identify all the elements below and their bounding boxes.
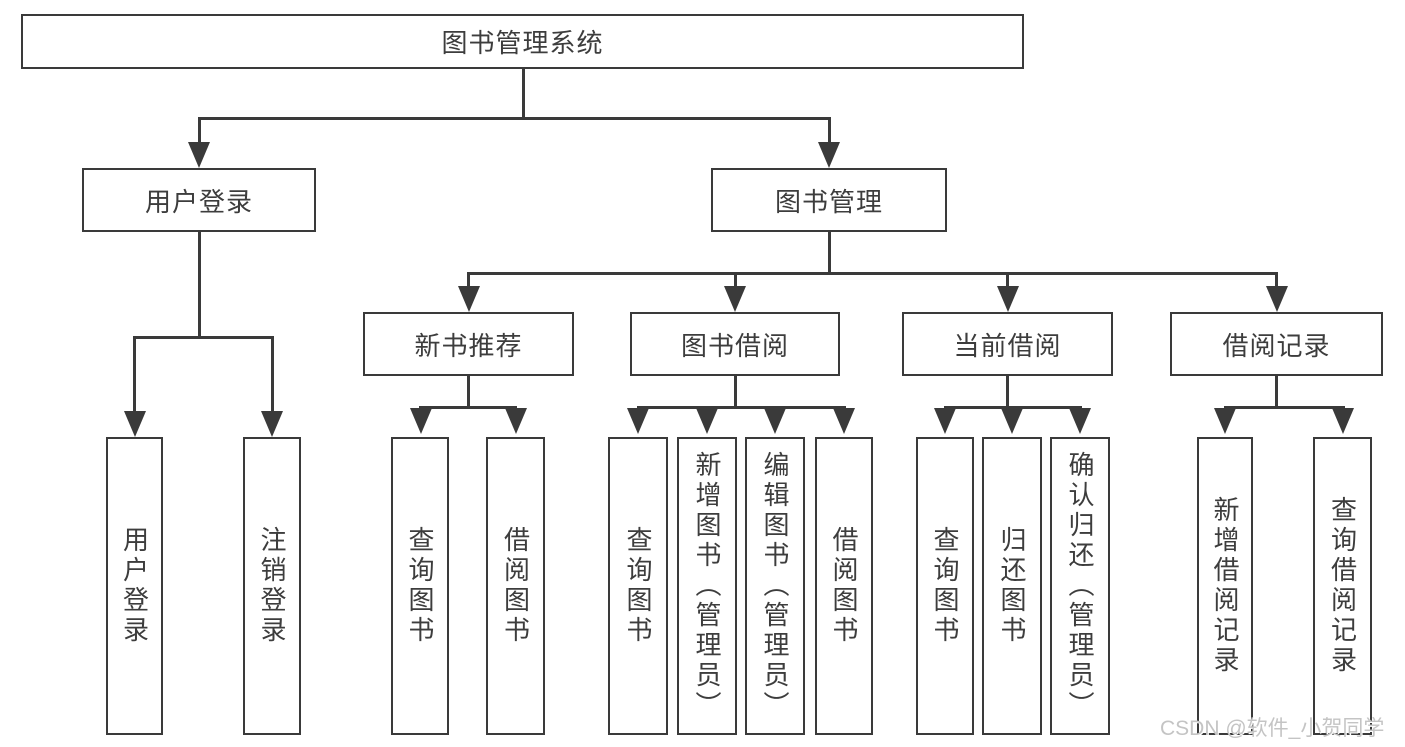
leaf-logout: 注销登录 bbox=[243, 437, 301, 735]
leaf-query-books-current-label: 查询图书 bbox=[930, 526, 960, 646]
leaf-query-books-borrowing-label: 查询图书 bbox=[623, 526, 653, 646]
leaf-return-books-label: 归还图书 bbox=[997, 526, 1027, 646]
connector-stem bbox=[1275, 375, 1278, 409]
leaf-borrow-books-borrowing-label: 借阅图书 bbox=[829, 526, 859, 646]
connector-level2-branch bbox=[197, 117, 831, 120]
leaf-confirm-return-admin: 确认归还（管理员） bbox=[1050, 437, 1110, 735]
arrow-down-icon bbox=[818, 142, 840, 168]
leaf-confirm-return-admin-label: 确认归还（管理员） bbox=[1065, 451, 1095, 721]
leaf-return-books: 归还图书 bbox=[982, 437, 1042, 735]
connector-stem bbox=[197, 119, 201, 145]
leaf-add-borrow-record: 新增借阅记录 bbox=[1197, 437, 1253, 735]
arrow-down-icon bbox=[457, 286, 480, 312]
connector-stem bbox=[197, 231, 201, 339]
leaf-logout-label: 注销登录 bbox=[257, 526, 287, 646]
leaf-query-borrow-record-label: 查询借阅记录 bbox=[1327, 496, 1358, 676]
arrow-down-icon bbox=[724, 286, 746, 312]
connector-branch bbox=[1223, 406, 1345, 409]
arrow-down-icon bbox=[696, 408, 718, 434]
arrow-down-icon bbox=[1331, 408, 1354, 434]
watermark: CSDN @软件_小贺同学 bbox=[1160, 717, 1385, 740]
connector-branch bbox=[419, 406, 517, 409]
leaf-add-borrow-record-label: 新增借阅记录 bbox=[1210, 496, 1240, 676]
leaf-query-books-recommend-label: 查询图书 bbox=[405, 526, 435, 646]
connector-stem bbox=[733, 274, 737, 288]
leaf-borrow-books-borrowing: 借阅图书 bbox=[815, 437, 873, 735]
connector-stem bbox=[467, 274, 470, 288]
connector-stem bbox=[733, 375, 737, 409]
leaf-query-books-borrowing: 查询图书 bbox=[608, 437, 668, 735]
connector-stem bbox=[1275, 274, 1278, 288]
node-user-login-label: 用户登录 bbox=[144, 186, 253, 217]
arrow-down-icon bbox=[1214, 408, 1236, 434]
node-book-management: 图书管理 bbox=[711, 168, 947, 232]
connector-level3-branch bbox=[467, 272, 1278, 275]
leaf-user-login-label: 用户登录 bbox=[119, 526, 150, 646]
connector-stem bbox=[133, 338, 136, 414]
arrow-down-icon bbox=[627, 408, 649, 434]
leaf-edit-book-admin: 编辑图书（管理员） bbox=[745, 437, 805, 735]
node-user-login: 用户登录 bbox=[82, 168, 316, 232]
connector-branch bbox=[133, 336, 274, 339]
leaf-user-login: 用户登录 bbox=[106, 437, 163, 735]
node-root-label: 图书管理系统 bbox=[441, 28, 604, 58]
leaf-add-book-admin: 新增图书（管理员） bbox=[677, 437, 737, 735]
connector-branch bbox=[943, 406, 1082, 409]
arrow-down-icon bbox=[504, 408, 527, 434]
arrow-down-icon bbox=[409, 408, 432, 434]
connector-stem bbox=[1006, 274, 1009, 288]
connector-stem bbox=[827, 119, 831, 145]
arrow-down-icon bbox=[833, 408, 855, 434]
leaf-borrow-books-recommend: 借阅图书 bbox=[486, 437, 545, 735]
node-book-borrowing-label: 图书借阅 bbox=[680, 330, 789, 361]
node-borrowing-records-label: 借阅记录 bbox=[1222, 330, 1331, 361]
node-current-borrowing: 当前借阅 bbox=[902, 312, 1113, 376]
arrow-down-icon bbox=[1265, 286, 1288, 312]
node-new-book-recommendation-label: 新书推荐 bbox=[414, 330, 523, 361]
arrow-down-icon bbox=[123, 411, 146, 437]
node-root: 图书管理系统 bbox=[21, 14, 1024, 69]
node-book-management-label: 图书管理 bbox=[774, 186, 883, 217]
node-new-book-recommendation: 新书推荐 bbox=[363, 312, 574, 376]
connector-branch bbox=[636, 406, 846, 409]
node-book-borrowing: 图书借阅 bbox=[630, 312, 840, 376]
node-borrowing-records: 借阅记录 bbox=[1170, 312, 1383, 376]
leaf-query-books-current: 查询图书 bbox=[916, 437, 974, 735]
arrow-down-icon bbox=[1001, 408, 1023, 434]
leaf-add-book-admin-label: 新增图书（管理员） bbox=[692, 451, 722, 721]
connector-stem bbox=[467, 375, 470, 409]
connector-stem bbox=[270, 338, 274, 414]
connector-stem bbox=[827, 231, 831, 275]
arrow-down-icon bbox=[934, 408, 956, 434]
leaf-borrow-books-recommend-label: 借阅图书 bbox=[500, 526, 531, 646]
arrow-down-icon bbox=[996, 286, 1019, 312]
arrow-down-icon bbox=[764, 408, 786, 434]
connector-stem bbox=[1006, 375, 1009, 409]
connector-root-stem bbox=[521, 69, 525, 119]
arrow-down-icon bbox=[188, 142, 210, 168]
node-current-borrowing-label: 当前借阅 bbox=[953, 330, 1062, 361]
leaf-query-borrow-record: 查询借阅记录 bbox=[1313, 437, 1372, 735]
arrow-down-icon bbox=[1069, 408, 1091, 434]
arrow-down-icon bbox=[261, 411, 283, 437]
leaf-edit-book-admin-label: 编辑图书（管理员） bbox=[760, 451, 790, 721]
leaf-query-books-recommend: 查询图书 bbox=[391, 437, 449, 735]
